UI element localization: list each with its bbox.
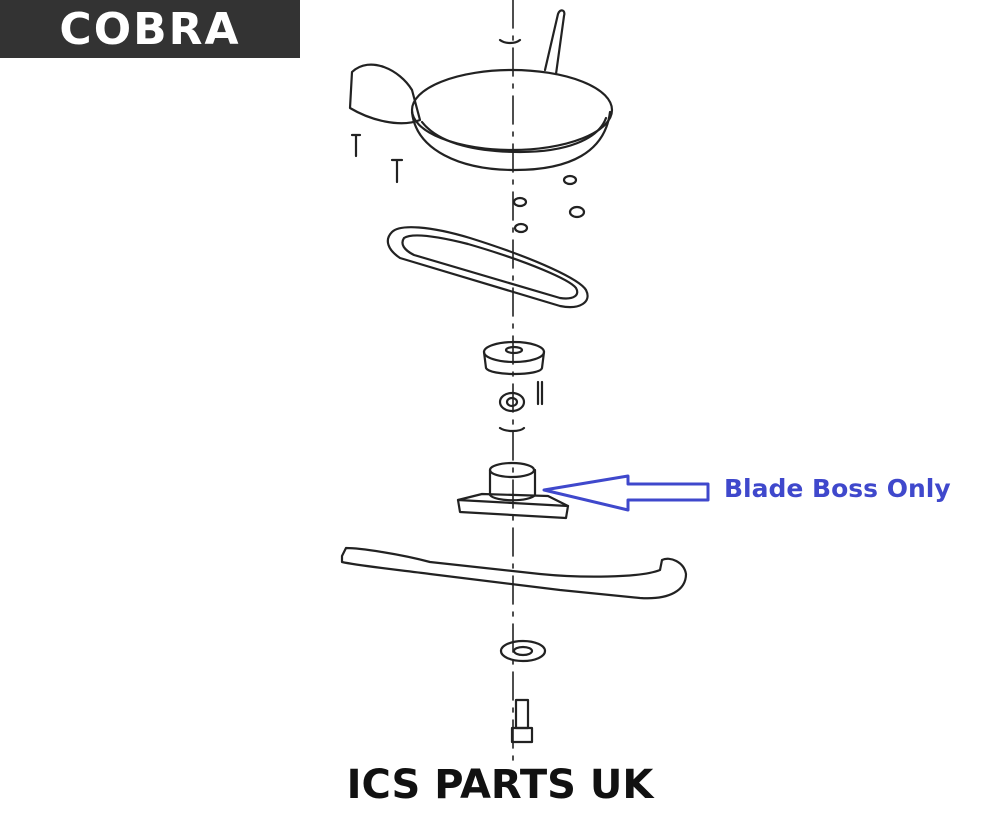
pulley-icon: [482, 340, 546, 376]
fastener-icons: [350, 133, 586, 234]
callout-arrow: [542, 474, 710, 512]
washer-icon: [499, 639, 547, 663]
mower-blade-icon: [340, 546, 688, 600]
drive-belt-icon: [386, 226, 589, 309]
key-pin-icon: [536, 380, 544, 406]
blade-boss-label: Blade Boss Only: [724, 474, 951, 503]
blade-housing-icon: [348, 9, 614, 172]
blade-boss-icon: [456, 461, 570, 520]
brand-logo-box: COBRA: [0, 0, 300, 58]
footer-brand-text: ICS PARTS UK: [346, 762, 654, 808]
spacer-icon: [498, 391, 526, 433]
blade-bolt-icon: [510, 698, 534, 744]
brand-logo: COBRA: [59, 4, 241, 55]
